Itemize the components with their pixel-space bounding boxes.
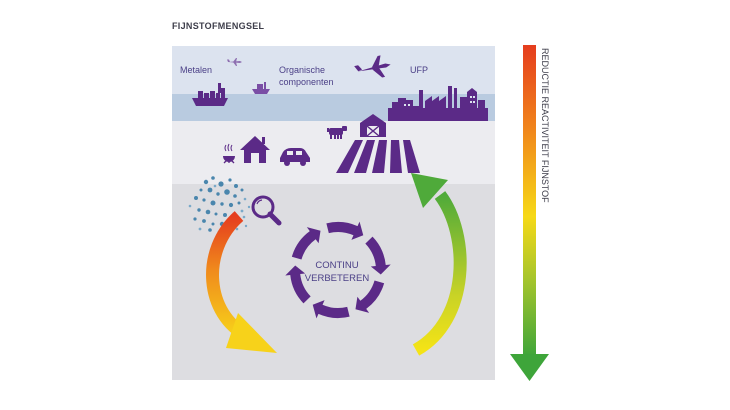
magnifier-icon <box>251 195 282 226</box>
barn-icon <box>360 114 386 137</box>
particle-dot <box>224 189 230 195</box>
gradient-arrow-icon <box>510 45 549 381</box>
plane-icon <box>227 58 242 66</box>
cycle-arrow-segment <box>285 265 311 304</box>
particle-dot <box>210 200 216 206</box>
cycle-arrow-segment <box>326 221 364 240</box>
particle-dot <box>208 228 212 232</box>
reduction-arrow-right <box>411 173 467 356</box>
particle-dot <box>188 204 192 208</box>
bbq-icon <box>223 143 235 164</box>
particle-dot <box>197 208 201 212</box>
particle-dot <box>220 202 224 206</box>
particle-dot <box>233 194 237 198</box>
particle-dot <box>216 192 220 196</box>
particle-dot <box>240 188 244 192</box>
particle-dot <box>203 179 209 185</box>
particle-dot <box>247 205 251 209</box>
diagram-title: FIJNSTOFMENGSEL <box>172 21 265 31</box>
plane-icon <box>354 55 391 78</box>
label-ufp: UFP <box>410 65 428 75</box>
particle-dot <box>198 227 202 231</box>
particle-dot <box>205 209 211 215</box>
particle-dot <box>193 217 197 221</box>
particle-dot <box>244 224 248 228</box>
field-icon <box>336 140 420 173</box>
cycle-arrows-icon <box>285 221 391 319</box>
particle-dot <box>243 197 247 201</box>
particle-dot <box>228 178 232 182</box>
particle-dot <box>207 187 213 193</box>
particle-dot <box>240 209 244 213</box>
factory-windows <box>404 96 475 106</box>
label-organic-2: componenten <box>279 77 334 87</box>
particle-dot <box>194 196 198 200</box>
particle-dot <box>211 176 215 180</box>
label-metals: Metalen <box>180 65 212 75</box>
particle-dot <box>199 188 203 192</box>
particle-dot <box>213 184 217 188</box>
cycle-arrow-segment <box>312 300 350 319</box>
ship-icon <box>252 82 270 94</box>
sky-band <box>172 46 495 94</box>
particle-dot <box>211 222 215 226</box>
particle-dot <box>237 201 241 205</box>
cycle-label-line2: VERBETEREN <box>305 273 370 284</box>
particle-dot <box>234 184 238 188</box>
cycle-arrow-segment <box>365 236 391 275</box>
particle-dot <box>202 219 206 223</box>
cycle-label-line1: CONTINU <box>315 260 358 271</box>
scale-label: REDUCTIE REACTIVITEIT FIJNSTOF <box>540 48 550 203</box>
ship-icon <box>192 83 228 106</box>
particle-dot <box>242 215 246 219</box>
particle-dot <box>235 227 239 231</box>
particle-dot <box>218 181 224 187</box>
house-icon <box>240 136 270 163</box>
particle-dot <box>202 198 206 202</box>
label-organic-1: Organische <box>279 65 325 75</box>
particle-dot <box>214 212 218 216</box>
particle-dot <box>228 202 234 208</box>
cow-icon <box>327 126 347 139</box>
cycle-arrow-segment <box>355 280 385 313</box>
reduction-arrow-left <box>206 211 277 353</box>
cycle-arrow-segment <box>291 227 321 260</box>
particle-dot <box>223 213 227 217</box>
